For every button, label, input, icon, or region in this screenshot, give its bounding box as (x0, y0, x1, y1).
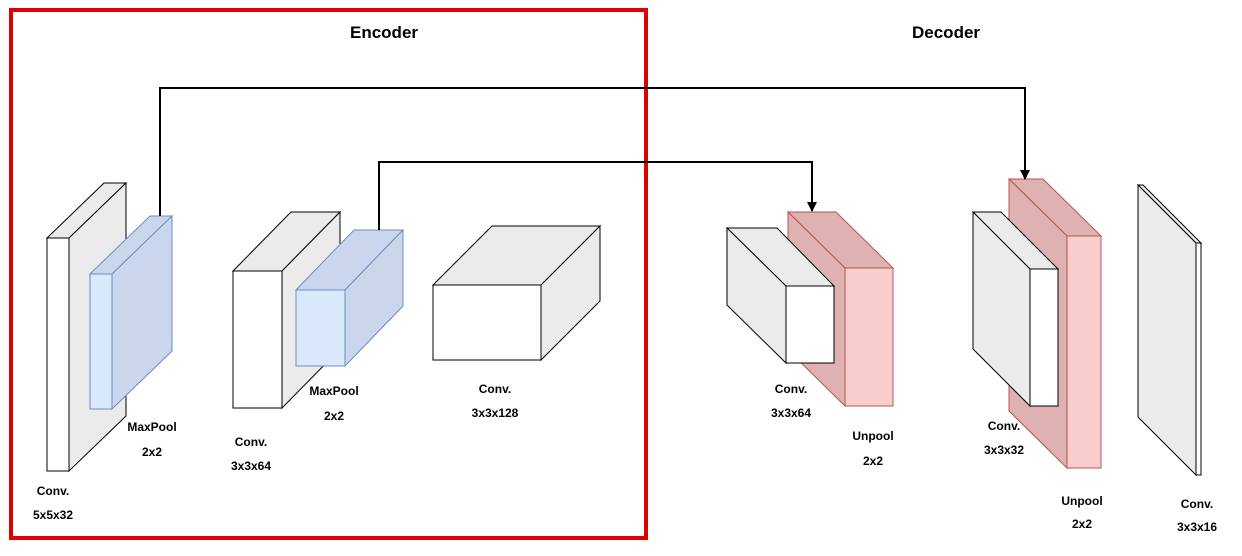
dec-conv1-dims: 3x3x64 (770, 406, 812, 420)
dec-unpool1-name: Unpool (852, 429, 894, 443)
enc-pool1-block (88, 214, 174, 411)
enc-conv3-name: Conv. (478, 382, 512, 396)
enc-conv3-block (431, 224, 602, 362)
dec-unpool2-label: Unpool 2x2 (1037, 494, 1127, 531)
dec-unpool1-label: Unpool 2x2 (828, 429, 918, 468)
dec-conv3-name: Conv. (1180, 497, 1214, 511)
enc-conv1-dims: 5x5x32 (32, 508, 74, 522)
enc-pool1-label: MaxPool 2x2 (107, 420, 197, 459)
dec-conv1-label: Conv. 3x3x64 (746, 382, 836, 420)
dec-conv3-dims: 3x3x16 (1176, 520, 1218, 534)
dec-unpool1-dims: 2x2 (862, 454, 884, 468)
enc-conv2-label: Conv. 3x3x64 (206, 435, 296, 473)
dec-conv3-block (1136, 183, 1203, 477)
dec-unpool2-dims: 2x2 (1071, 517, 1093, 531)
dec-conv1-block (725, 226, 836, 365)
enc-pool2-block (294, 228, 405, 368)
decoder-title: Decoder (912, 23, 981, 42)
dec-conv2-block (971, 210, 1060, 408)
enc-conv3-label: Conv. 3x3x128 (450, 382, 540, 420)
enc-conv2-dims: 3x3x64 (230, 459, 272, 473)
enc-pool1-name: MaxPool (127, 420, 177, 434)
enc-pool2-label: MaxPool 2x2 (289, 384, 379, 423)
enc-pool2-dims: 2x2 (323, 409, 345, 423)
enc-conv2-name: Conv. (234, 435, 268, 449)
enc-pool2-name: MaxPool (309, 384, 359, 398)
encoder-title: Encoder (350, 23, 419, 42)
enc-conv3-dims: 3x3x128 (471, 406, 519, 420)
skip-connection-inner (378, 161, 817, 230)
enc-conv1-name: Conv. (36, 484, 70, 498)
dec-conv1-name: Conv. (774, 382, 808, 396)
dec-conv2-label: Conv. 3x3x32 (959, 419, 1049, 457)
enc-pool1-dims: 2x2 (141, 445, 163, 459)
dec-conv2-dims: 3x3x32 (983, 443, 1025, 457)
dec-conv3-label: Conv. 3x3x16 (1152, 497, 1242, 534)
encoder-frame (9, 8, 648, 540)
dec-conv2-name: Conv. (987, 419, 1021, 433)
skip-connection-outer (159, 87, 1030, 216)
enc-conv1-label: Conv. 5x5x32 (8, 484, 98, 522)
dec-unpool2-name: Unpool (1061, 494, 1103, 508)
